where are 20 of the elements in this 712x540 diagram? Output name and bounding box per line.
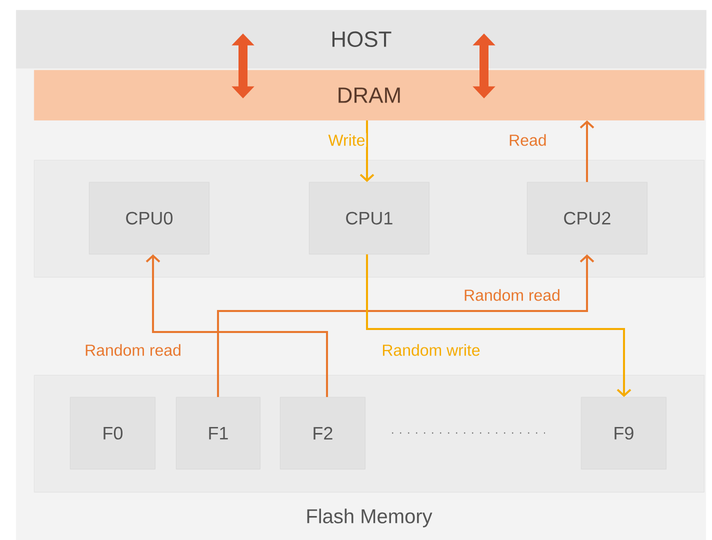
dram-band: DRAM [34, 70, 704, 120]
arrow [217, 254, 594, 397]
cpu-box: CPU1 [309, 182, 430, 254]
arrow [146, 254, 328, 397]
host-band: HOST [16, 10, 706, 68]
arrow [580, 120, 594, 182]
cpu-box: CPU2 [527, 182, 648, 254]
edge-label: Random read [84, 343, 182, 357]
arrow [360, 120, 374, 182]
flash-box: F9 [581, 397, 666, 470]
node-label: Flash Memory [307, 508, 432, 528]
cpu-box: CPU0 [89, 182, 210, 254]
edge-label: Random read [462, 288, 562, 302]
edge-label: Read [508, 133, 548, 147]
edge-label: Random write [380, 343, 482, 357]
edge-label: Write [327, 133, 366, 147]
flash-box: F1 [176, 397, 260, 470]
arrow [366, 254, 632, 397]
flash-box: F0 [70, 397, 156, 470]
flash-box: F2 [280, 397, 366, 470]
